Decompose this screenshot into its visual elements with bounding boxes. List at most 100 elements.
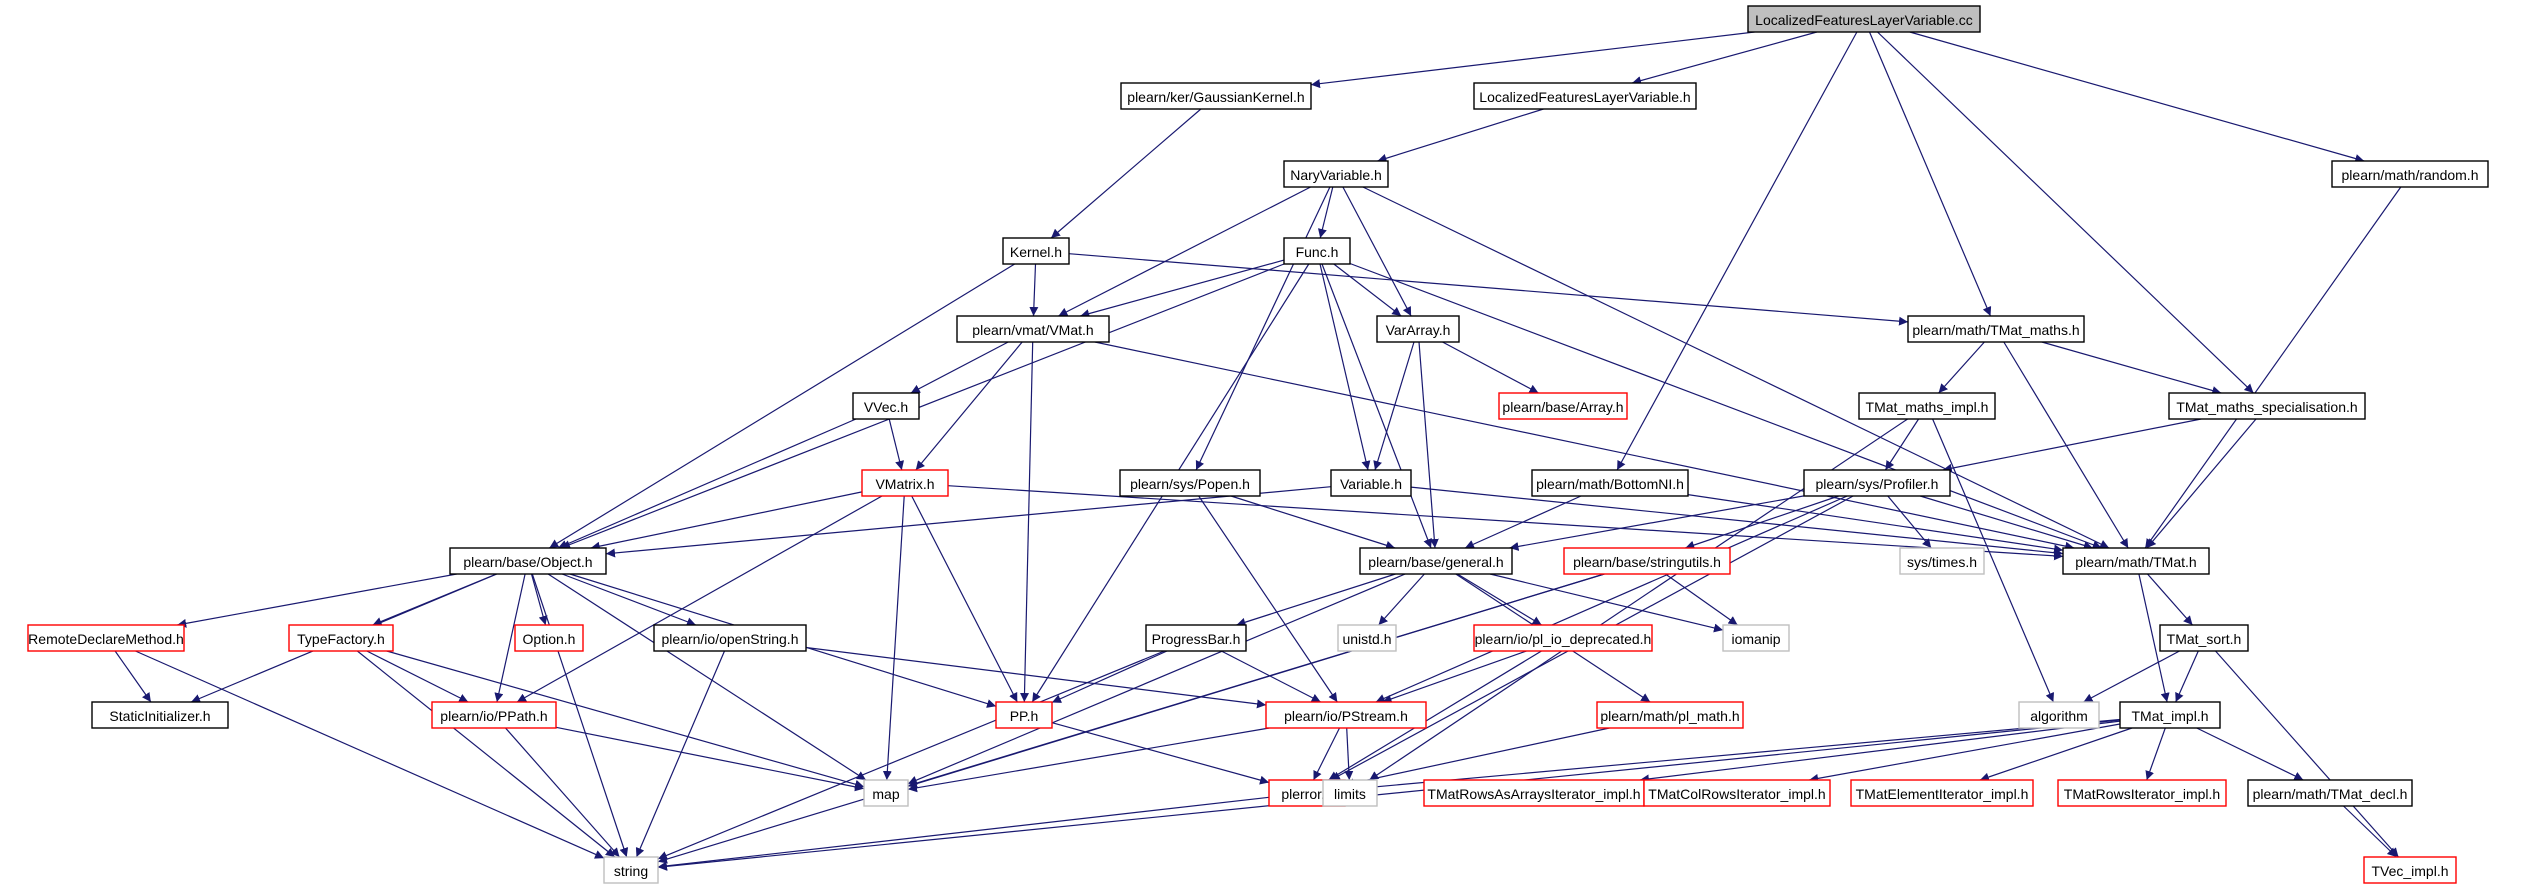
node-colrows[interactable]: TMatColRowsIterator_impl.h — [1643, 779, 1831, 807]
node-label: iomanip — [1731, 631, 1780, 647]
node-unistd[interactable]: unistd.h — [1337, 624, 1397, 652]
node-pl_io_dep[interactable]: plearn/io/pl_io_deprecated.h — [1473, 624, 1653, 652]
node-nary[interactable]: NaryVariable.h — [1283, 160, 1389, 188]
node-openstring[interactable]: plearn/io/openString.h — [653, 624, 807, 652]
edge-typefactory-to-map — [386, 650, 865, 789]
edge-lflv_h-to-nary — [1377, 108, 1544, 163]
node-label: limits — [1334, 786, 1366, 802]
edge-object-to-openstring — [561, 573, 697, 626]
node-kernel[interactable]: Kernel.h — [1002, 237, 1070, 265]
node-label: TMat_maths_specialisation.h — [2176, 399, 2357, 415]
node-label: plearn/sys/Popen.h — [1130, 476, 1250, 492]
edge-kernel-to-object — [548, 263, 1016, 549]
node-box — [1283, 160, 1389, 188]
node-typefactory[interactable]: TypeFactory.h — [288, 624, 394, 652]
node-remote[interactable]: RemoteDeclareMethod.h — [27, 624, 185, 652]
node-vararray[interactable]: VarArray.h — [1376, 315, 1460, 343]
node-algorithm[interactable]: algorithm — [2018, 701, 2100, 729]
node-label: TMat_sort.h — [2167, 631, 2242, 647]
node-popen[interactable]: plearn/sys/Popen.h — [1119, 469, 1261, 497]
node-profiler[interactable]: plearn/sys/Profiler.h — [1803, 469, 1951, 497]
edge-pl_io_dep-to-plerror — [1328, 650, 1542, 781]
node-box — [2159, 624, 2249, 652]
edge-pl_math-to-plerror — [1344, 727, 1610, 788]
node-box — [1473, 624, 1653, 652]
node-staticinit[interactable]: StaticInitializer.h — [91, 701, 229, 729]
node-lflv_h[interactable]: LocalizedFeaturesLayerVariable.h — [1473, 82, 1697, 110]
node-tmat_impl[interactable]: TMat_impl.h — [2119, 701, 2221, 729]
node-pl_math[interactable]: plearn/math/pl_math.h — [1596, 701, 1744, 729]
edge-tmat_impl-to-string — [657, 719, 2121, 871]
node-box — [956, 315, 1110, 343]
node-string[interactable]: string — [603, 856, 659, 884]
node-stringutils[interactable]: plearn/base/stringutils.h — [1563, 547, 1731, 575]
edge-tmat_sort-to-tmat_impl — [2175, 650, 2199, 703]
node-progressbar[interactable]: ProgressBar.h — [1145, 624, 1247, 652]
node-limits[interactable]: limits — [1322, 779, 1378, 807]
node-array[interactable]: plearn/base/Array.h — [1498, 392, 1628, 420]
node-box — [1473, 82, 1697, 110]
node-box — [2119, 701, 2221, 729]
edge-popen-to-general — [1230, 495, 1396, 550]
node-label: plerror.h — [1281, 786, 1332, 802]
node-label: plearn/math/TMat_maths.h — [1912, 322, 2079, 338]
edge-layer — [114, 31, 2402, 871]
node-rowsiter[interactable]: TMatRowsIterator_impl.h — [2057, 779, 2227, 807]
node-ppath[interactable]: plearn/io/PPath.h — [431, 701, 557, 729]
edge-object-to-remote — [177, 573, 457, 628]
node-variable[interactable]: Variable.h — [1330, 469, 1412, 497]
edge-tmat_maths_impl-to-algorithm — [1932, 418, 2055, 703]
node-label: plearn/io/pl_io_deprecated.h — [1475, 631, 1652, 647]
edge-vararray-to-array — [1442, 341, 1539, 394]
edge-vmat-to-vvec — [910, 341, 1009, 394]
node-func[interactable]: Func.h — [1283, 237, 1351, 265]
node-elemiter[interactable]: TMatElementIterator_impl.h — [1850, 779, 2034, 807]
node-option[interactable]: Option.h — [514, 624, 584, 652]
node-label: VarArray.h — [1386, 322, 1451, 338]
node-vvec[interactable]: VVec.h — [852, 392, 920, 420]
node-object[interactable]: plearn/base/Object.h — [449, 547, 607, 575]
node-pp[interactable]: PP.h — [995, 701, 1053, 729]
node-iomanip[interactable]: iomanip — [1722, 624, 1790, 652]
node-vmat[interactable]: plearn/vmat/VMat.h — [956, 315, 1110, 343]
edge-nary-to-vararray — [1342, 186, 1412, 317]
node-box — [91, 701, 229, 729]
node-map[interactable]: map — [863, 779, 909, 807]
node-tmat_decl[interactable]: plearn/math/TMat_decl.h — [2247, 779, 2413, 807]
edge-remote-to-string — [135, 650, 605, 859]
edge-func-to-tmat — [1349, 262, 2102, 550]
edge-tmat_spec-to-profiler — [1942, 418, 2202, 473]
node-vmatrix[interactable]: VMatrix.h — [861, 469, 949, 497]
node-random[interactable]: plearn/math/random.h — [2331, 160, 2489, 188]
node-box — [1722, 624, 1790, 652]
node-label: TypeFactory.h — [297, 631, 385, 647]
edge-func-to-vararray — [1333, 263, 1402, 317]
node-box — [653, 624, 807, 652]
node-box — [2247, 779, 2413, 807]
edge-pstream-to-map — [907, 727, 1270, 793]
edge-typefactory-to-string — [356, 650, 616, 858]
node-bottomnl[interactable]: plearn/math/BottomNI.h — [1531, 469, 1689, 497]
node-tmat_maths_impl[interactable]: TMat_maths_impl.h — [1858, 392, 1996, 420]
edge-tmat_impl-to-rowsasarrays — [1639, 720, 2121, 784]
node-tmat[interactable]: plearn/math/TMat.h — [2062, 547, 2210, 575]
node-label: Variable.h — [1340, 476, 1402, 492]
node-gauss[interactable]: plearn/ker/GaussianKernel.h — [1120, 82, 1312, 110]
edge-progressbar-to-string — [657, 650, 1165, 860]
node-tvec_impl[interactable]: TVec_impl.h — [2363, 856, 2457, 884]
edge-popen-to-pstream — [1198, 495, 1338, 703]
node-general[interactable]: plearn/base/general.h — [1359, 547, 1513, 575]
node-label: NaryVariable.h — [1290, 167, 1382, 183]
node-rowsasarrays[interactable]: TMatRowsAsArraysIterator_impl.h — [1423, 779, 1645, 807]
node-tmat_spec[interactable]: TMat_maths_specialisation.h — [2168, 392, 2366, 420]
node-pstream[interactable]: plearn/io/PStream.h — [1265, 701, 1427, 729]
node-tmat_sort[interactable]: TMat_sort.h — [2159, 624, 2249, 652]
node-systimes[interactable]: sys/times.h — [1899, 547, 1985, 575]
node-root[interactable]: LocalizedFeaturesLayerVariable.cc — [1747, 5, 1981, 33]
node-label: StaticInitializer.h — [109, 708, 210, 724]
node-tmat_maths[interactable]: plearn/math/TMat_maths.h — [1907, 315, 2085, 343]
edge-vmatrix-to-object — [590, 491, 863, 551]
node-box — [1322, 779, 1378, 807]
edge-general-to-map — [907, 573, 1406, 785]
edge-tmat_sort-to-tvec_impl — [2215, 650, 2399, 858]
